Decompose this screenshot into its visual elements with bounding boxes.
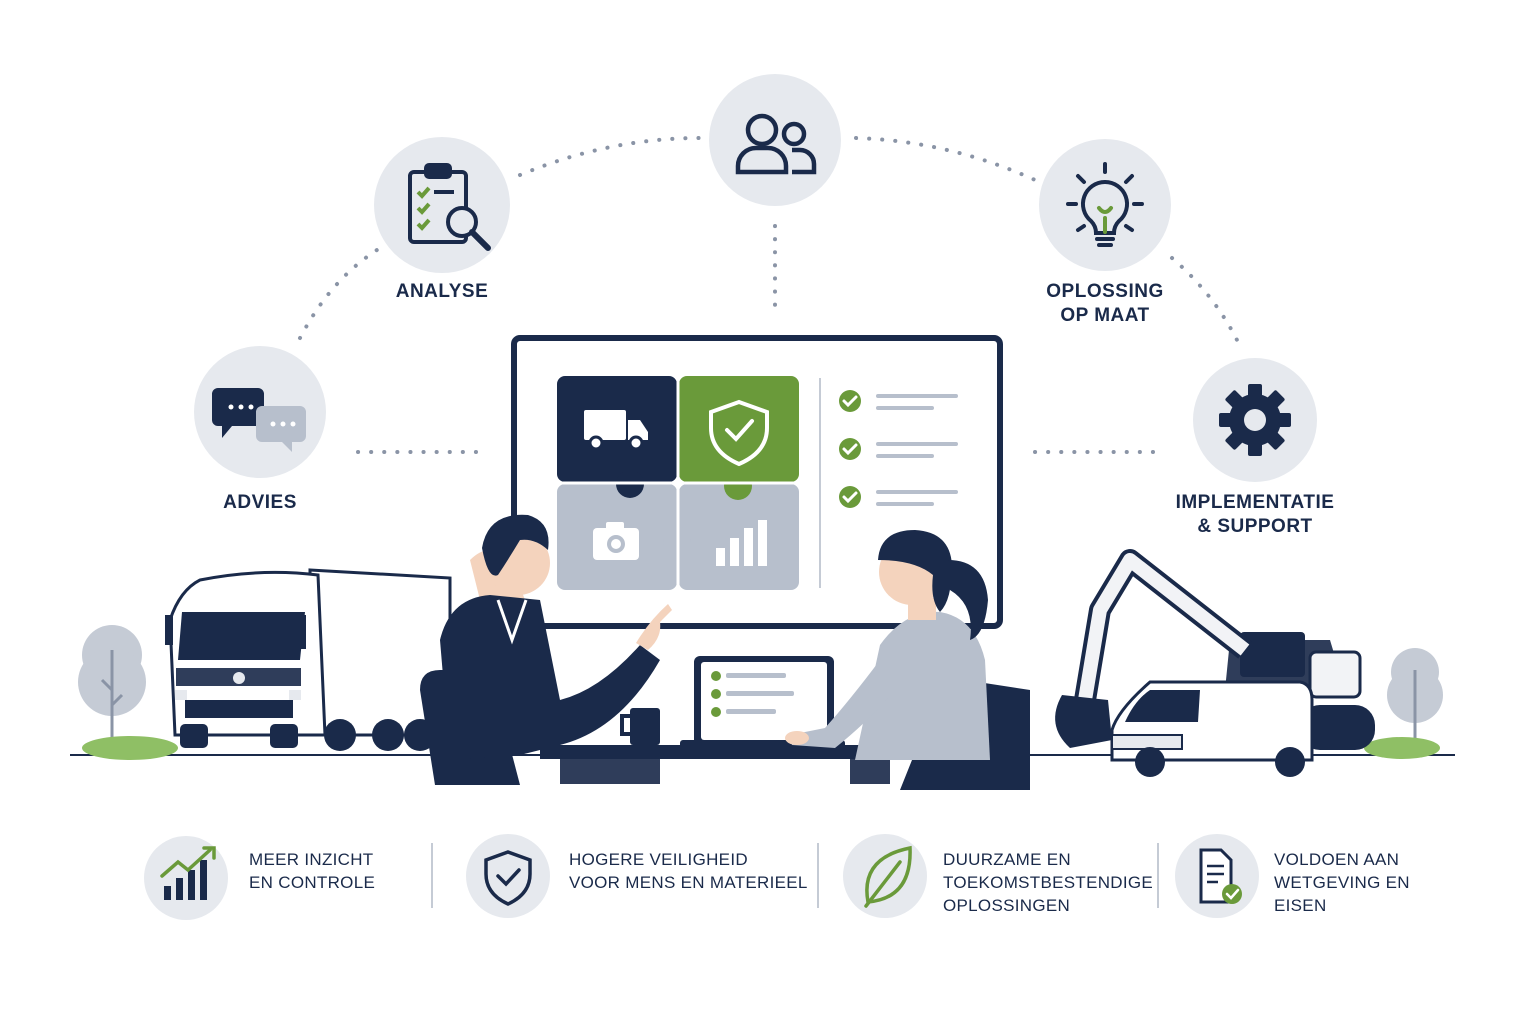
bar-chart-icon: [716, 520, 767, 566]
growth-chart-icon: [160, 846, 216, 900]
benefit-wetgeving: [1175, 834, 1259, 918]
camera-icon: [593, 522, 639, 560]
step-oplossing: [1039, 139, 1171, 271]
trees: [78, 625, 1443, 760]
shield-check-icon: [484, 850, 532, 906]
step-label-oplossing: OPLOSSING OP MAAT: [1046, 281, 1164, 326]
benefit-text-duurzaam: DUURZAME EN TOEKOMSTBESTENDIGE OPLOSSING…: [943, 850, 1154, 915]
benefit-text-inzicht: MEER INZICHT EN CONTROLE: [249, 850, 376, 892]
consultant-man: [420, 514, 672, 785]
excavator-illustration: [1055, 549, 1375, 750]
benefit-veiligheid: [466, 834, 550, 918]
benefit-inzicht: [144, 836, 228, 920]
chat-bubbles-icon: [212, 388, 306, 452]
step-implementatie: [1193, 358, 1317, 482]
benefit-text-wetgeving: VOLDOEN AAN WETGEVING EN EISEN: [1274, 850, 1410, 915]
checklist-item: [839, 390, 958, 412]
monitor: [511, 335, 1003, 629]
step-label-implementatie: IMPLEMENTATIE & SUPPORT: [1175, 492, 1335, 537]
lightbulb-icon: [1066, 162, 1144, 247]
van-illustration: [1110, 680, 1314, 777]
leaf-icon: [864, 845, 912, 908]
truck-icon: [584, 410, 648, 451]
gear-icon: [1219, 384, 1291, 456]
checklist: [839, 390, 958, 508]
consultant-woman: [785, 530, 1030, 790]
benefit-text-veiligheid: HOGERE VEILIGHEID VOOR MENS EN MATERIEEL: [569, 850, 808, 892]
people-icon: [735, 113, 817, 175]
mug: [620, 708, 660, 745]
step-label-advies: ADVIES: [223, 492, 297, 513]
step-label-analyse: ANALYSE: [395, 281, 489, 302]
meeting-table: [540, 745, 910, 784]
truck-illustration: [165, 568, 452, 751]
step-analyse: [374, 137, 510, 273]
step-advies: [194, 346, 326, 478]
document-check-icon: [1199, 848, 1242, 904]
benefit-dividers: [431, 843, 1159, 908]
shield-check-icon: [709, 399, 769, 467]
checklist-item: [839, 438, 958, 460]
checklist-item: [839, 486, 958, 508]
dotted-connectors: [298, 136, 1240, 454]
laptop: [680, 656, 845, 748]
clipboard-search-icon: [408, 163, 491, 251]
step-team: [709, 74, 841, 206]
benefit-duurzaam: [843, 834, 927, 918]
